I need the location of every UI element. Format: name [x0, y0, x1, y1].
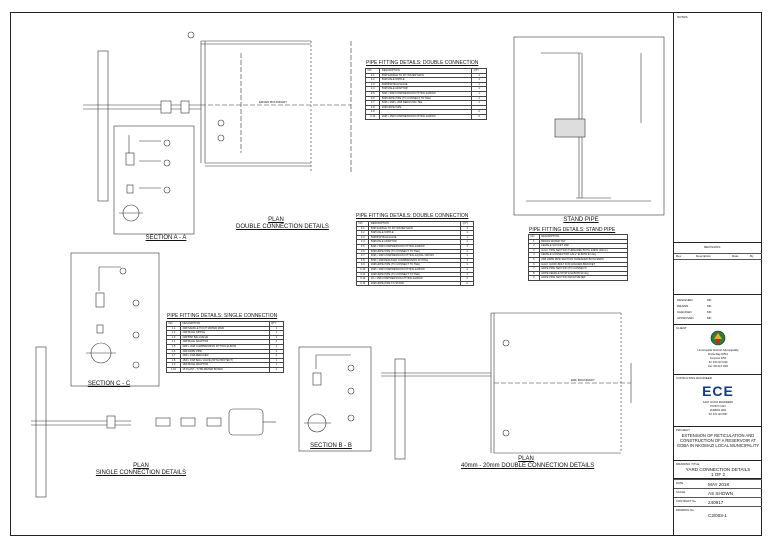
role-approved: APPROVED MK [677, 316, 712, 320]
table-cell: 2.10 [364, 113, 381, 120]
sheet-number: 1 OF 2 [710, 472, 726, 477]
client-section: CLIENT Umzinyathi District Municipality … [674, 325, 762, 375]
table-cell: 15 PLAST - TYPE METER BOXES [179, 366, 270, 373]
client-label: CLIENT [676, 326, 687, 330]
notes-section: NOTES: [674, 13, 762, 243]
client-address-3: Tel: 033 413 9100 [708, 361, 728, 364]
notes-label: NOTES: [677, 15, 689, 19]
single-table-title: PIPE FITTING DETAILS: SINGLE CONNECTION [167, 313, 278, 319]
client-crest-icon [710, 330, 726, 346]
stand-table-title: PIPE FITTING DETAILS: STAND PIPE [529, 227, 616, 233]
plan-40-caption: PLAN 40mm - 20mm DOUBLE CONNECTION DETAI… [461, 456, 595, 469]
client-address-4: Fax: 033 413 1026 [708, 365, 728, 368]
main-pipe-40 [394, 358, 406, 460]
section-a-caption: SECTION A - A [145, 235, 187, 241]
roles-section: DESIGNED MK DRAWN MK CHECKED MK APPROVED… [674, 295, 762, 325]
table-cell: 9 [528, 275, 540, 281]
erf-boundary-label: ERF BOUNDARY [571, 378, 595, 382]
drawing-title-label: DRAWING TITLE [676, 462, 700, 466]
table-cell: HDPE PIPE SECTION FROM METER [538, 275, 629, 281]
table-cell: 2 [460, 280, 474, 287]
rev-header-by: By [750, 254, 754, 258]
drawing-title: YARD CONNECTION DETAILS [685, 467, 751, 472]
client-name: Umzinyathi District Municipality [697, 348, 739, 352]
project-title: EXTENSION OF RETICULATION AND CONSTRUCTI… [676, 433, 760, 448]
table-cell: 3.13 [355, 280, 370, 287]
section-b-frame [298, 346, 372, 452]
drawing-title-section: DRAWING TITLE YARD CONNECTION DETAILS 1 … [674, 461, 762, 479]
consultant-address-1: EAST COAST ENGINEERS [703, 401, 733, 404]
revisions-section: REVISIONS Rev Description Date By [674, 243, 762, 295]
consultant-logo: ECE [702, 383, 734, 399]
drawing-area [31, 31, 665, 498]
table-cell: 2 [471, 113, 487, 120]
section-a-frame [113, 125, 195, 235]
stand-pipe-frame [513, 36, 665, 216]
water-main-pipe [97, 50, 109, 202]
consultant-address-3: DURBAN 4000 [709, 409, 727, 412]
section-b-caption: SECTION B - B [310, 443, 352, 449]
stand-pipe-caption: STAND PIPE [563, 217, 599, 223]
rev-header-date: Date [732, 254, 739, 258]
role-designed: DESIGNED MK [677, 298, 712, 302]
section-c-frame [70, 252, 160, 387]
double-table-2-title: PIPE FITTING DETAILS: DOUBLE CONNECTION [356, 213, 469, 219]
erven-boundary-label: ERVEN BOUNDARY [259, 100, 288, 104]
title-block: NOTES: REVISIONS Rev Description Date By… [673, 13, 762, 535]
single-main-pipe [35, 346, 47, 498]
table-cell: 1 [268, 366, 285, 373]
consultant-label: CONSULTING ENGINEER [676, 376, 712, 380]
meter-box [228, 408, 264, 436]
table-cell: 20Ø HDPE PIPE TO STAND [368, 280, 462, 287]
table-cell: 1.10 [166, 366, 181, 373]
client-address-1: Private Bag X6514 [708, 353, 728, 356]
section-c-caption: SECTION C - C [87, 381, 131, 387]
rev-header-rev: Rev [676, 254, 682, 258]
revisions-label: REVISIONS [704, 245, 721, 249]
table-cell: 20Ø x 15Ø COMPRESSION FITTING ELBOW [379, 113, 473, 120]
project-section: PROJECT EXTENSION OF RETICULATION AND CO… [674, 427, 762, 461]
plan-double-caption: PLAN DOUBLE CONNECTION DETAILS [236, 217, 329, 230]
consultant-address-2: PO BOX 1234 [710, 405, 726, 408]
project-label: PROJECT [676, 428, 691, 432]
role-drawn: DRAWN MK [677, 304, 712, 308]
plan-single-caption: PLAN SINGLE CONNECTION DETAILS [95, 463, 187, 476]
consultant-address-4: Tel: 031 123 4567 [708, 413, 728, 416]
drawing-sheet: PLAN DOUBLE CONNECTION DETAILS SECTION A… [10, 12, 762, 536]
double-table-1-title: PIPE FITTING DETAILS: DOUBLE CONNECTION [366, 60, 479, 66]
role-checked: CHECKED MK [677, 310, 712, 314]
client-address-2: Greytown 3250 [709, 357, 727, 360]
consultant-section: CONSULTING ENGINEER ECE EAST COAST ENGIN… [674, 375, 762, 427]
rev-header-desc: Description [696, 254, 712, 258]
